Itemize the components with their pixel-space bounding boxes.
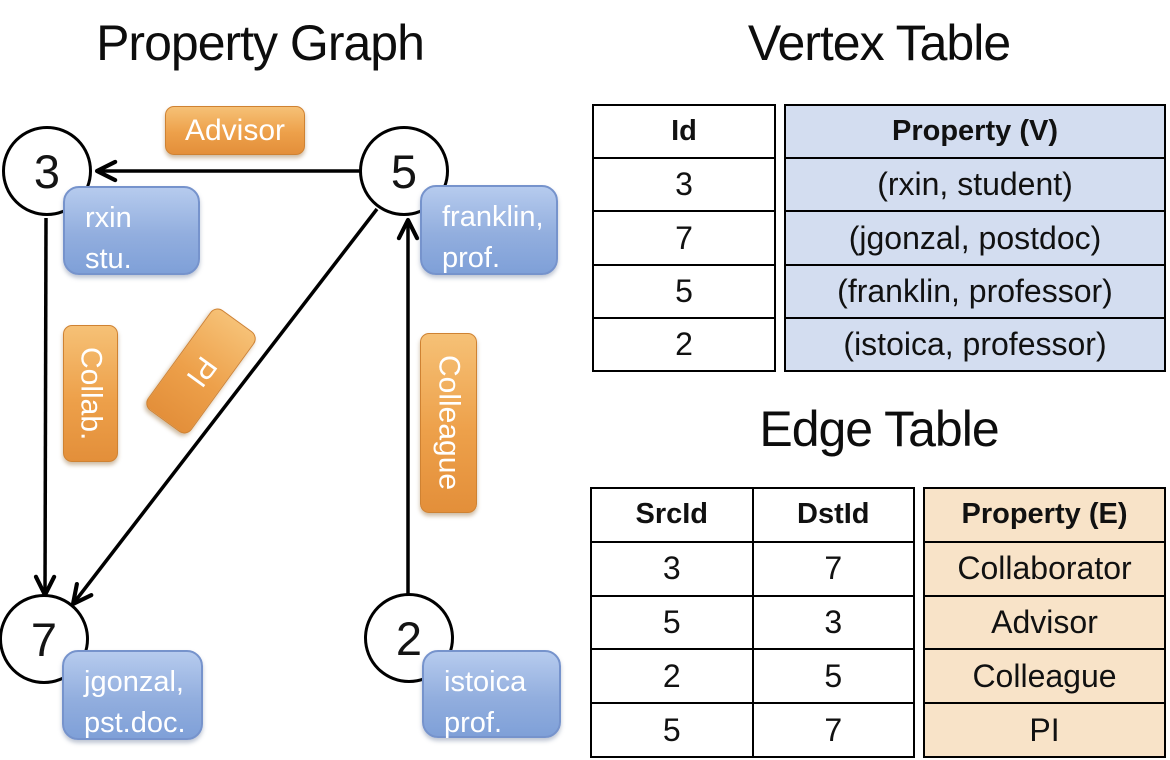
- vertex-table-header-property: Property (V): [786, 106, 1164, 158]
- edge-table-property-cell: Advisor: [925, 594, 1164, 649]
- edge-table-srcid-cell: 5: [662, 603, 681, 640]
- vertex-table-id-cell: 7: [594, 210, 774, 263]
- vertex-id: 5: [390, 144, 418, 198]
- vertex-table-property-cell: (rxin, student): [786, 157, 1164, 211]
- vertex-property-line: jgonzal,: [84, 666, 184, 698]
- vertex-table-property-cell: (franklin, professor): [786, 263, 1164, 317]
- edge-table-row: 5 7: [592, 702, 913, 756]
- vertex-id: 7: [30, 612, 58, 666]
- vertex-property-line: prof.: [444, 706, 503, 739]
- vertex-property-box-franklin: franklin, prof.: [420, 185, 558, 275]
- edge-table-header-srcid: SrcId: [635, 498, 709, 531]
- vertex-property-line: pst.doc.: [84, 706, 186, 739]
- vertex-id: 2: [395, 611, 423, 665]
- edge-table-srcid-cell: 3: [662, 550, 681, 587]
- edge-table-dstid-cell: 3: [751, 596, 914, 649]
- edge-label-collab: Collab.: [63, 325, 118, 462]
- property-graph-title: Property Graph: [96, 15, 425, 71]
- graph-edges: [33, 159, 420, 607]
- edge-label-colleague: Colleague: [420, 333, 477, 513]
- vertex-property-line: prof.: [442, 241, 501, 274]
- edge-table-property-cell: PI: [925, 702, 1164, 756]
- vertex-property-line: rxin: [85, 202, 132, 234]
- vertex-property-box-istoica: istoica prof.: [422, 650, 561, 739]
- vertex-id: 3: [33, 144, 61, 198]
- edge-table-srcid-cell: 2: [662, 657, 681, 694]
- edge-table-property-cell: Colleague: [925, 648, 1164, 703]
- edge-table-dstid-cell: 7: [751, 542, 914, 595]
- edge-label-text: Colleague: [432, 355, 466, 491]
- edge-table-property-cell: Collaborator: [925, 540, 1164, 595]
- edge-table-dstid-cell: 7: [751, 704, 914, 756]
- edge-table-dstid-cell: 5: [751, 650, 914, 703]
- vertex-property-box-jgonzal: jgonzal, pst.doc.: [62, 650, 203, 740]
- vertex-table-id-column: Id 3 7 5 2: [592, 104, 776, 372]
- edge-label-advisor: Advisor: [165, 106, 305, 155]
- vertex-table-header-id: Id: [671, 115, 697, 148]
- edge-table-srcid-cell: 5: [662, 711, 681, 748]
- vertex-table-property-cell: (istoica, professor): [786, 316, 1164, 371]
- vertex-property-line: franklin,: [442, 201, 544, 233]
- edge-table-header-row: SrcId DstId: [592, 489, 913, 541]
- edge-label-text: Collab.: [74, 346, 108, 441]
- vertex-table-property-cell: (jgonzal, postdoc): [786, 210, 1164, 264]
- edge-5-to-7: [70, 207, 379, 607]
- vertex-table-id-cell: 2: [594, 316, 774, 370]
- edge-3-to-7: [33, 217, 57, 598]
- edge-table-row: 5 3: [592, 594, 914, 649]
- edge-table-id-columns: SrcId DstId 3 7 5 3 2 5 5 7: [590, 487, 915, 758]
- edge-label-text: PI: [179, 350, 224, 393]
- vertex-property-line: istoica: [444, 666, 527, 698]
- edge-table-header-property: Property (E): [925, 489, 1164, 541]
- vertex-node-2: 2: [364, 593, 454, 683]
- edge-table-row: 3 7: [592, 540, 914, 595]
- vertex-property-line: stu.: [85, 242, 132, 275]
- vertex-table-property-column: Property (V) (rxin, student) (jgonzal, p…: [784, 104, 1166, 372]
- vertex-node-5: 5: [359, 126, 449, 216]
- edge-table-header-dstid: DstId: [751, 489, 914, 541]
- vertex-table-id-cell: 5: [594, 263, 774, 317]
- edge-table-title: Edge Table: [759, 401, 999, 457]
- vertex-table-id-cell: 3: [594, 157, 774, 210]
- vertex-property-box-rxin: rxin stu.: [63, 186, 200, 275]
- vertex-table-title: Vertex Table: [747, 15, 1011, 71]
- edge-table-property-column: Property (E) Collaborator Advisor Collea…: [923, 487, 1166, 758]
- edge-table-row: 2 5: [592, 648, 914, 703]
- edge-label-text: Advisor: [184, 113, 286, 147]
